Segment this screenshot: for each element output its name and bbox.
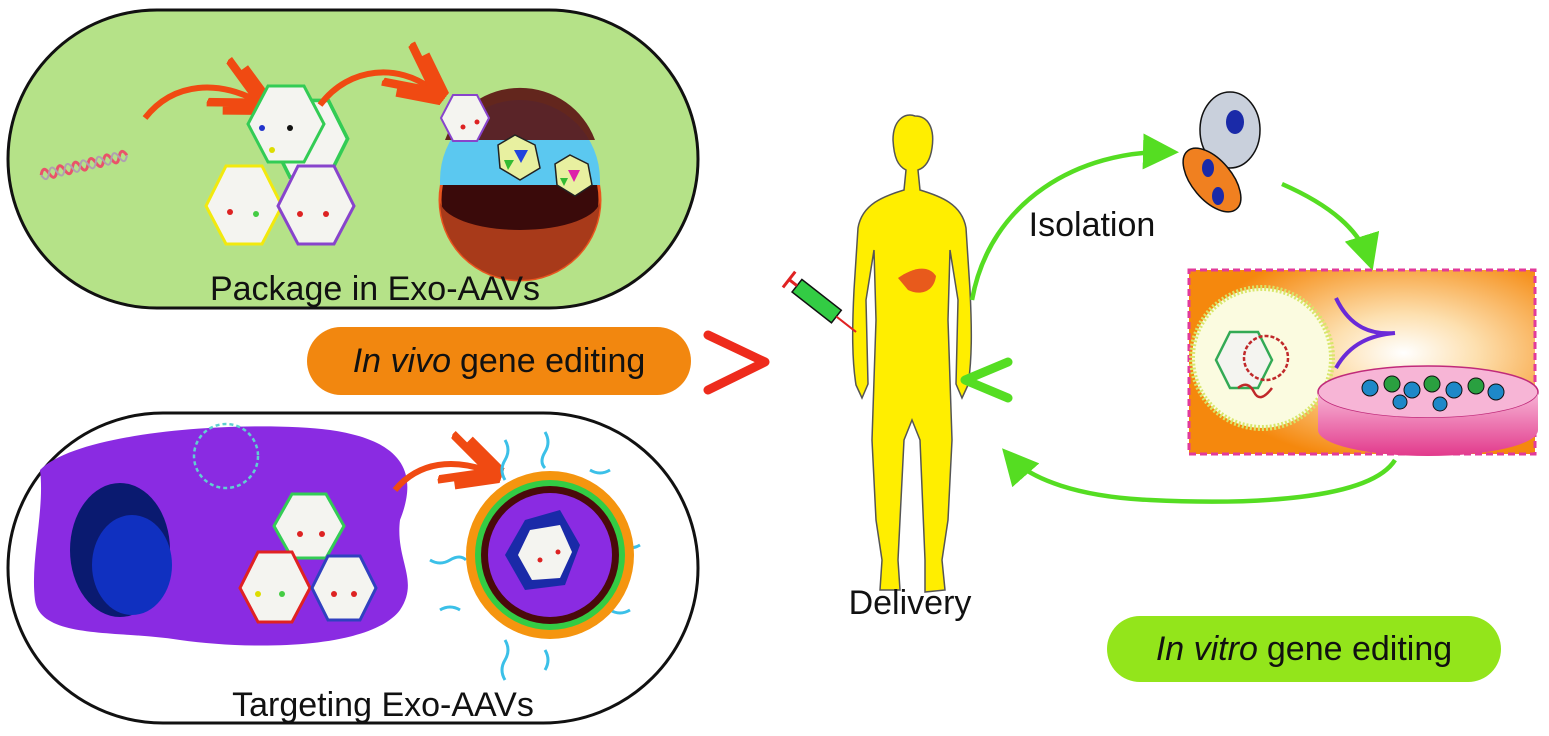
in-vivo-chevron (703, 330, 770, 395)
arrow-isolation (969, 133, 1179, 301)
liver-icon (898, 268, 936, 293)
arrow-to-culture (1281, 181, 1380, 271)
capsid-green-hexagon (246, 84, 326, 164)
in-vitro-italic: In vitro (1155, 629, 1258, 668)
isolated-cells-icon (1182, 91, 1261, 213)
human-body-icon (851, 114, 973, 593)
package-panel: Package in Exo-AAVs (6, 8, 700, 310)
package-panel-label: Package in Exo-AAVs (210, 270, 540, 308)
plasmid-icon (192, 422, 260, 490)
petri-dish-icon (1317, 365, 1539, 419)
arrow-dna-to-capsid (142, 88, 255, 120)
arrow-capsid-to-exosome (317, 72, 430, 105)
in-vitro-chevron (960, 357, 1013, 403)
culture-dish-panel (1187, 268, 1539, 456)
targeting-exoaav-icon (429, 431, 641, 681)
isolation-label: Isolation (1029, 206, 1156, 244)
capsid-blue-hexagon (310, 554, 378, 622)
in-vitro-rest: gene editing (1266, 629, 1453, 668)
targeting-panel: Targeting Exo-AAVs (6, 411, 700, 725)
arrow-reinfusion (1002, 448, 1397, 504)
capsid-yellow-hexagon (204, 164, 284, 246)
arrow-cell-to-exoaav (392, 464, 485, 492)
delivery-label: Delivery (849, 584, 972, 622)
dna-helix-icon (39, 149, 129, 181)
targeting-panel-label: Targeting Exo-AAVs (232, 686, 534, 724)
cell-nucleus-inner (92, 515, 172, 615)
in-vivo-italic: In vivo (352, 341, 451, 380)
syringe-icon (781, 270, 857, 333)
capsid-red-hexagon (238, 550, 312, 624)
in-vivo-rest: gene editing (459, 341, 646, 380)
exosome-cutaway-sphere (438, 87, 602, 282)
capsid-purple-hexagon (276, 164, 356, 246)
antibody-icon (1334, 297, 1396, 370)
